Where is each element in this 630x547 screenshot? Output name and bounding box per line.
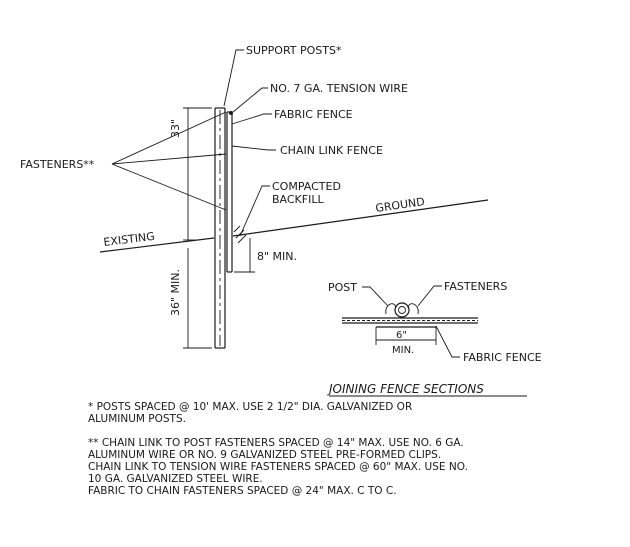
note-line: FABRIC TO CHAIN FASTENERS SPACED @ 24" M… [88, 485, 397, 497]
detail-min-label: MIN. [392, 345, 414, 356]
backfill-label: BACKFILL [272, 193, 324, 206]
notes-block: * POSTS SPACED @ 10' MAX. USE 2 1/2" DIA… [88, 401, 598, 509]
note-fasteners: ** CHAIN LINK TO POST FASTENERS SPACED @… [88, 437, 598, 497]
fasteners-label: FASTENERS** [20, 158, 95, 171]
detail-fasteners-label: FASTENERS [444, 280, 507, 293]
compacted-label: COMPACTED [272, 180, 341, 193]
note-line: ** CHAIN LINK TO POST FASTENERS SPACED @… [88, 437, 464, 449]
note-posts: * POSTS SPACED @ 10' MAX. USE 2 1/2" DIA… [88, 401, 598, 425]
joining-title: JOINING FENCE SECTIONS [327, 382, 484, 396]
dim-36-label: 36" MIN. [169, 269, 182, 316]
note-line: 10 GA. GALVANIZED STEEL WIRE. [88, 473, 263, 485]
detail-post-label: POST [328, 281, 357, 294]
tension-wire-label: NO. 7 GA. TENSION WIRE [270, 82, 408, 95]
support-posts-label: SUPPORT POSTS* [246, 44, 342, 57]
existing-label: EXISTING [103, 230, 156, 249]
detail-fabric-fence-label: FABRIC FENCE [463, 351, 542, 364]
note-line: ALUMINUM WIRE OR NO. 9 GALVANIZED STEEL … [88, 449, 442, 461]
fabric-fence-label: FABRIC FENCE [274, 108, 353, 121]
dimension-8 [234, 238, 255, 273]
leader-lines [111, 49, 276, 237]
joining-detail [342, 285, 478, 358]
tension-wire-mark [229, 111, 233, 115]
dim-8-label: 8" MIN. [257, 250, 297, 263]
note-line: * POSTS SPACED @ 10' MAX. USE 2 1/2" DIA… [88, 401, 413, 413]
support-post [214, 107, 226, 349]
note-line: ALUMINUM POSTS. [88, 413, 186, 425]
note-line: CHAIN LINK TO TENSION WIRE FASTENERS SPA… [88, 461, 468, 473]
detail-6in-label: 6" [396, 330, 407, 341]
dimension-36 [183, 248, 212, 349]
ground-line [99, 199, 489, 253]
chain-link-fence-fabric [226, 111, 233, 273]
dimension-33 [183, 107, 212, 241]
chain-link-fence-label: CHAIN LINK FENCE [280, 144, 383, 157]
